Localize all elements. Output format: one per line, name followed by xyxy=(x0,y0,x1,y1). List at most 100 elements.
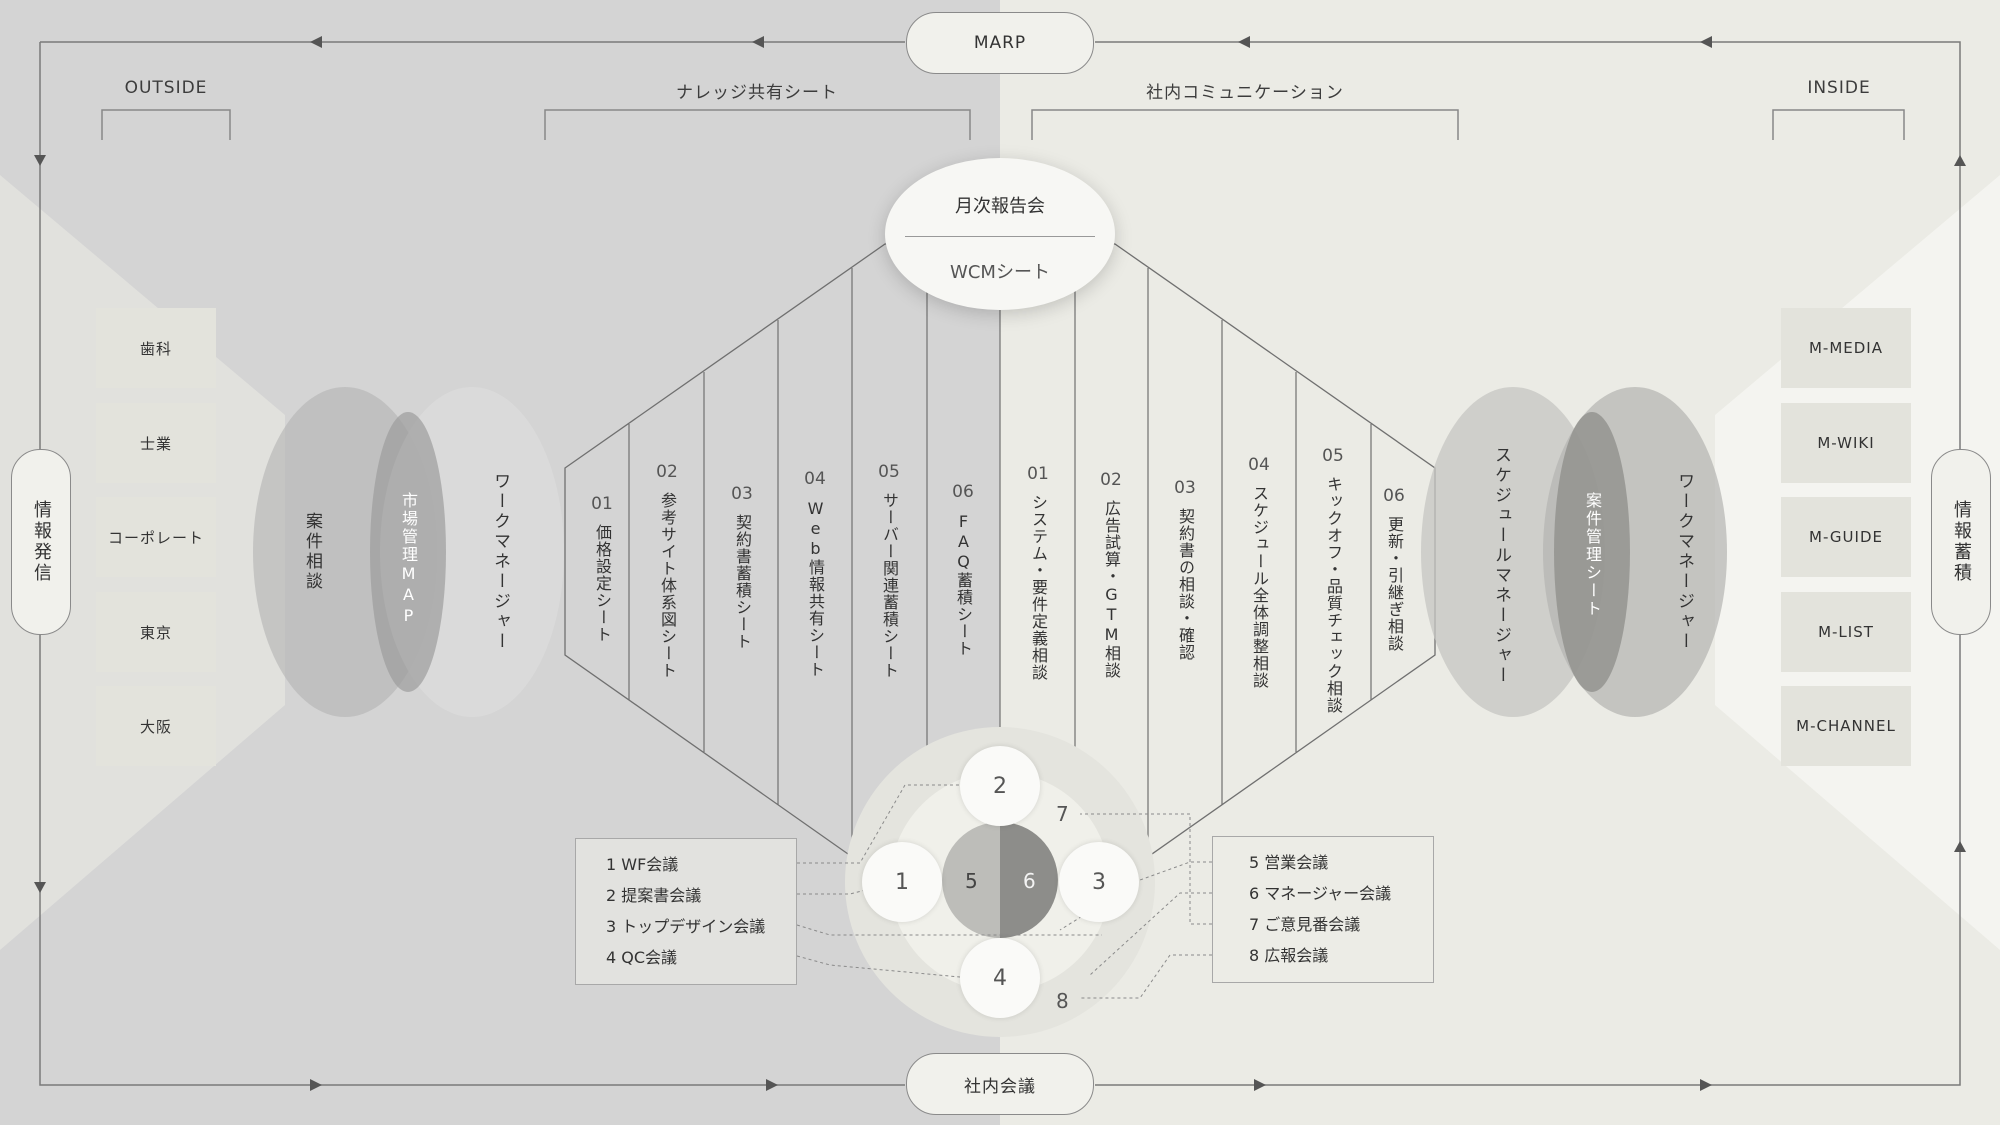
header-inside: INSIDE xyxy=(1807,78,1871,98)
col-number: 03 xyxy=(731,484,753,504)
right-side-label: 情報蓄積 xyxy=(1951,500,1972,584)
col-number: 02 xyxy=(656,462,678,482)
col-number: 06 xyxy=(952,482,974,502)
col-label: スケジュール全体調整相談 xyxy=(1250,485,1269,689)
label-schedule-manager: スケジュールマネージャー xyxy=(1491,446,1511,686)
col-number: 02 xyxy=(1100,470,1122,490)
circle-number: 3 xyxy=(1092,869,1106,895)
knowledge-col-02: 02 参考サイト体系図シート xyxy=(637,462,697,679)
meeting-item: 1 WF会議 xyxy=(606,855,679,874)
wcm-divider xyxy=(905,236,1095,237)
header-outside: OUTSIDE xyxy=(124,78,208,98)
col-label: FAQ蓄積シート xyxy=(954,512,973,657)
col-label: 広告試算・GTM相談 xyxy=(1102,500,1121,679)
wcm-oval: 月次報告会 WCMシート xyxy=(885,158,1115,310)
tile-osaka: 大阪 xyxy=(96,686,216,766)
right-side-pill: 情報蓄積 xyxy=(1931,449,1991,635)
tile-label: M-CHANNEL xyxy=(1796,717,1896,735)
col-label: サーバー関連蓄積シート xyxy=(880,492,899,679)
communication-col-05: 05 キックオフ・品質チェック相談 xyxy=(1303,446,1363,714)
col-label: 参考サイト体系図シート xyxy=(658,492,677,679)
meeting-item: 7 ご意見番会議 xyxy=(1249,915,1361,934)
tile-professional: 士業 xyxy=(96,403,216,483)
tile-label: コーポレート xyxy=(107,528,204,547)
knowledge-col-03: 03 契約書蓄積シート xyxy=(712,484,772,650)
tile-tokyo: 東京 xyxy=(96,592,216,672)
meeting-number-5: 5 xyxy=(965,869,978,893)
meeting-item: 6 マネージャー会議 xyxy=(1249,884,1392,903)
communication-col-03: 03 契約書の相談・確認 xyxy=(1155,478,1215,661)
circle-number: 2 xyxy=(993,773,1007,799)
tile-m-wiki: M-WIKI xyxy=(1781,403,1911,483)
top-pill-marp: MARP xyxy=(906,12,1094,74)
meeting-number-8: 8 xyxy=(1056,989,1069,1013)
label-project-sheet: 案件管理シート xyxy=(1583,492,1602,618)
bottom-pill-label: 社内会議 xyxy=(964,1076,1036,1097)
meeting-circle-3: 3 xyxy=(1059,842,1139,922)
tile-m-channel: M-CHANNEL xyxy=(1781,686,1911,766)
header-communication: 社内コミュニケーション xyxy=(1146,83,1344,103)
circle-number: 4 xyxy=(993,965,1007,991)
tile-label: M-MEDIA xyxy=(1808,339,1883,357)
tile-dental: 歯科 xyxy=(96,308,216,388)
circle-number: 1 xyxy=(895,869,909,895)
tile-label: 歯科 xyxy=(139,339,172,358)
meeting-circle-2: 2 xyxy=(960,746,1040,826)
col-label: Web情報共有シート xyxy=(806,499,825,678)
col-label: キックオフ・品質チェック相談 xyxy=(1324,476,1343,714)
meeting-item: 8 広報会議 xyxy=(1249,946,1329,965)
col-number: 03 xyxy=(1174,478,1196,498)
tile-label: M-GUIDE xyxy=(1809,528,1883,546)
label-market-map: 市場管理MAP xyxy=(399,492,418,627)
col-number: 04 xyxy=(804,469,826,489)
meeting-item: 2 提案書会議 xyxy=(606,886,702,905)
meeting-item: 3 トップデザイン会議 xyxy=(606,917,766,936)
top-pill-label: MARP xyxy=(973,33,1027,53)
communication-col-02: 02 広告試算・GTM相談 xyxy=(1081,470,1141,679)
meeting-number-6: 6 xyxy=(1023,869,1036,893)
tile-m-list: M-LIST xyxy=(1781,592,1911,672)
col-number: 05 xyxy=(878,462,900,482)
communication-col-01: 01 システム・要件定義相談 xyxy=(1008,464,1068,681)
communication-col-06: 06 更新・引継ぎ相談 xyxy=(1364,486,1424,652)
tile-corporate: コーポレート xyxy=(96,497,216,577)
col-number: 05 xyxy=(1322,446,1344,466)
col-label: 更新・引継ぎ相談 xyxy=(1385,516,1404,652)
tile-label: 大阪 xyxy=(139,717,172,736)
meeting-number-7: 7 xyxy=(1056,802,1069,826)
col-number: 04 xyxy=(1248,455,1270,475)
col-number: 06 xyxy=(1383,486,1405,506)
wcm-sheet-label: WCMシート xyxy=(950,262,1050,283)
label-work-manager-left: ワークマネージャー xyxy=(490,472,510,652)
knowledge-col-05: 05 サーバー関連蓄積シート xyxy=(859,462,919,679)
meeting-circle-1: 1 xyxy=(862,842,942,922)
col-label: 価格設定シート xyxy=(593,524,612,643)
meeting-circle-4: 4 xyxy=(960,938,1040,1018)
communication-col-04: 04 スケジュール全体調整相談 xyxy=(1229,455,1289,689)
col-label: 契約書の相談・確認 xyxy=(1176,508,1195,661)
monthly-report-label: 月次報告会 xyxy=(955,196,1045,217)
meeting-legend-right: 5 営業会議 6 マネージャー会議 7 ご意見番会議 8 広報会議 xyxy=(1212,836,1434,983)
meeting-legend-left: 1 WF会議 2 提案書会議 3 トップデザイン会議 4 QC会議 xyxy=(575,838,797,985)
tile-label: M-LIST xyxy=(1818,623,1874,641)
tile-label: 東京 xyxy=(139,623,172,642)
tile-m-guide: M-GUIDE xyxy=(1781,497,1911,577)
label-work-manager-right: ワークマネージャー xyxy=(1674,472,1694,652)
col-label: 契約書蓄積シート xyxy=(733,514,752,650)
bottom-pill-internal-meeting: 社内会議 xyxy=(906,1053,1094,1115)
tile-label: 士業 xyxy=(139,434,172,453)
meeting-item: 4 QC会議 xyxy=(606,948,678,967)
col-number: 01 xyxy=(591,494,613,514)
tile-label: M-WIKI xyxy=(1817,434,1875,452)
header-knowledge: ナレッジ共有シート xyxy=(676,83,838,103)
left-side-pill: 情報発信 xyxy=(11,449,71,635)
knowledge-col-01: 01 価格設定シート xyxy=(572,494,632,643)
col-label: システム・要件定義相談 xyxy=(1029,494,1048,681)
tile-m-media: M-MEDIA xyxy=(1781,308,1911,388)
meeting-item: 5 営業会議 xyxy=(1249,853,1329,872)
label-case-consult: 案件相談 xyxy=(302,512,322,592)
left-side-label: 情報発信 xyxy=(31,500,52,584)
col-number: 01 xyxy=(1027,464,1049,484)
